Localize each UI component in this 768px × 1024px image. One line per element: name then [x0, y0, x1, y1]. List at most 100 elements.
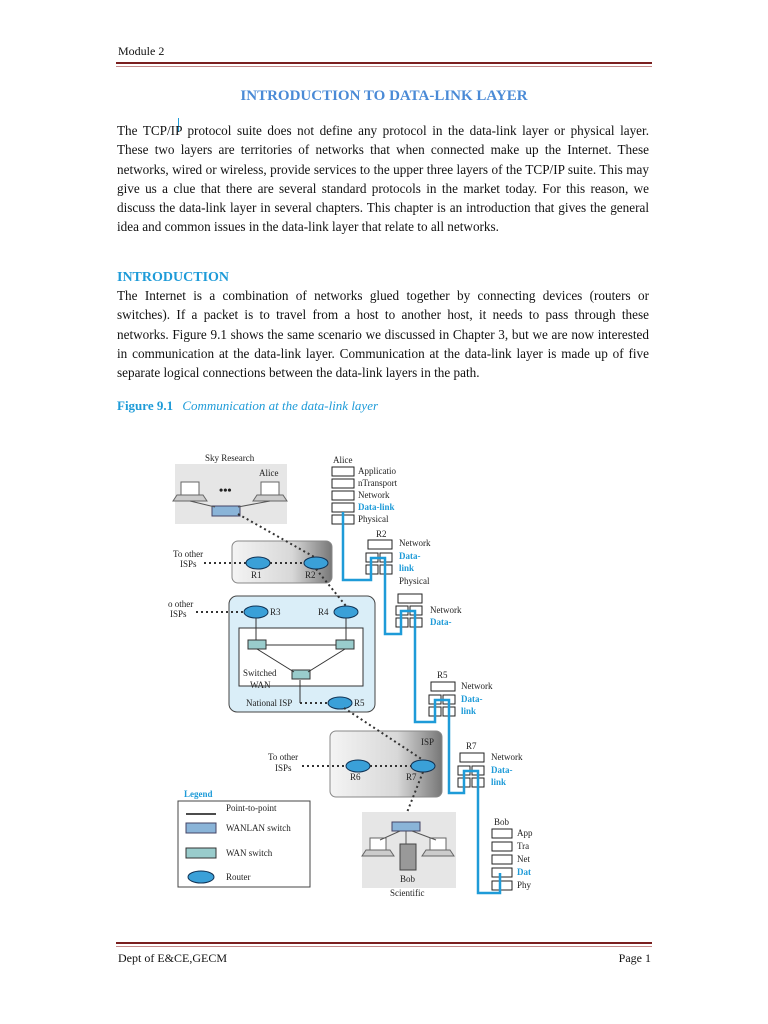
r5-label: R5 — [354, 698, 365, 708]
laptop-icon — [172, 481, 208, 502]
legend-router-icon — [187, 870, 215, 884]
bob-layer-1: App — [517, 828, 533, 838]
alice-layer-4: Data-link — [358, 502, 395, 512]
r5-stack-title: R5 — [437, 670, 448, 680]
link-line — [237, 500, 271, 508]
r7-data-label: Data- — [491, 765, 513, 775]
ellipsis-icon: ••• — [219, 483, 232, 497]
bob-protocol-stack: App Tra Net Dat Phy — [491, 828, 533, 891]
lan-switch-icon — [211, 505, 241, 517]
figure-number: Figure 9.1 — [117, 398, 174, 413]
footer-rule-thin — [116, 946, 652, 947]
switched-label: Switched — [243, 668, 277, 678]
router-r7-icon — [410, 759, 436, 773]
bob-layer-3: Net — [517, 854, 530, 864]
bob-layer-5: Phy — [517, 880, 532, 890]
sky-research-label: Sky Research — [205, 453, 255, 463]
figure-caption-text: Communication at the data-link layer — [182, 398, 379, 413]
r7-link-label: link — [491, 777, 506, 787]
to-other-isps-3: To other — [268, 752, 298, 762]
bob-host-label: Bob — [400, 874, 416, 884]
legend-router: Router — [226, 872, 251, 882]
r7-lan-link — [403, 771, 424, 821]
router-r2-icon — [303, 556, 329, 570]
bob-layer-4: Dat — [517, 867, 531, 877]
footer-left: Dept of E&CE,GECM — [118, 951, 227, 965]
r6-label: R6 — [350, 772, 361, 782]
r7-network-label: Network — [491, 752, 523, 762]
r4-data-label: Data- — [430, 617, 452, 627]
r7-stack-title: R7 — [466, 741, 477, 751]
r2-link-label: link — [399, 563, 414, 573]
r4-network-box — [397, 593, 423, 604]
legend-title: Legend — [184, 789, 213, 799]
r2-label: R2 — [305, 570, 316, 580]
legend-wan-switch-icon — [185, 847, 217, 859]
r2-data-label: Data- — [399, 551, 421, 561]
r2-network-label: Network — [399, 538, 431, 548]
scientific-label: Scientific — [390, 888, 425, 898]
link-line — [307, 648, 346, 673]
section-heading: INTRODUCTION — [117, 270, 230, 285]
r1-label: R1 — [251, 570, 262, 580]
r7-network-box — [459, 752, 485, 763]
legend-wanlan-switch: WANLAN switch — [226, 823, 291, 833]
bob-layer-2: Tra — [517, 841, 529, 851]
legend-wan-switch: WAN switch — [226, 848, 273, 858]
alice-layer-2: nTransport — [358, 478, 398, 488]
header-rule-thin — [116, 66, 652, 67]
link-line — [411, 830, 437, 841]
r5-link-label: link — [461, 706, 476, 716]
wan-label: WAN — [250, 680, 271, 690]
alice-layer-5: Physical — [358, 514, 389, 524]
router-r5-icon — [327, 696, 353, 710]
r5-data-label: Data- — [461, 694, 483, 704]
to-other-isps-1: To other — [173, 549, 203, 559]
section-paragraph: The Internet is a combination of network… — [117, 288, 649, 381]
footer-rule — [116, 942, 652, 944]
router-r6-icon — [345, 759, 371, 773]
r2-stack-title: R2 — [376, 529, 387, 539]
isps-2: ISPs — [170, 609, 187, 619]
router-r1-icon — [245, 556, 271, 570]
server-icon — [399, 843, 417, 871]
isp-label: ISP — [421, 737, 434, 747]
wan-switch-icon — [247, 639, 267, 650]
r5-network-label: Network — [461, 681, 493, 691]
lower-isp-box — [329, 730, 443, 798]
laptop-icon — [421, 837, 455, 857]
r3-label: R3 — [270, 607, 281, 617]
laptop-icon — [252, 481, 288, 502]
data-link-path — [341, 512, 502, 895]
lan-switch-icon — [391, 821, 421, 832]
to-other-isps-2: o other — [168, 599, 193, 609]
national-isp-label: National ISP — [246, 698, 292, 708]
r2-network-box — [367, 539, 393, 550]
r7-label: R7 — [406, 772, 417, 782]
alice-layer-3: Network — [358, 490, 390, 500]
text-cursor — [178, 118, 179, 132]
isps-1: ISPs — [180, 559, 197, 569]
laptop-icon — [361, 837, 395, 857]
r4-network-label: Network — [430, 605, 462, 615]
legend-wanlan-switch-icon — [185, 822, 217, 834]
r5-r7-link — [343, 707, 424, 761]
r4-label: R4 — [318, 607, 329, 617]
isps-3: ISPs — [275, 763, 292, 773]
module-header: Module 2 — [118, 44, 165, 58]
alice-layer-1: Applicatio — [358, 466, 396, 476]
intro-paragraph: The TCP/IP protocol suite does not defin… — [117, 123, 649, 235]
alice-stack-title: Alice — [333, 455, 353, 465]
page-title: INTRODUCTION TO DATA-LINK LAYER — [240, 88, 528, 104]
r2-physical-label: Physical — [399, 576, 430, 586]
router-r3-icon — [243, 605, 269, 619]
link-line — [189, 500, 216, 508]
router-r4-icon — [333, 605, 359, 619]
footer-page-number: Page 1 — [618, 951, 651, 965]
r5-network-box — [430, 681, 456, 692]
figure-caption: Figure 9.1 Communication at the data-lin… — [117, 398, 378, 414]
link-line — [256, 648, 295, 673]
header-rule — [116, 62, 652, 64]
wan-switch-icon — [291, 669, 311, 680]
